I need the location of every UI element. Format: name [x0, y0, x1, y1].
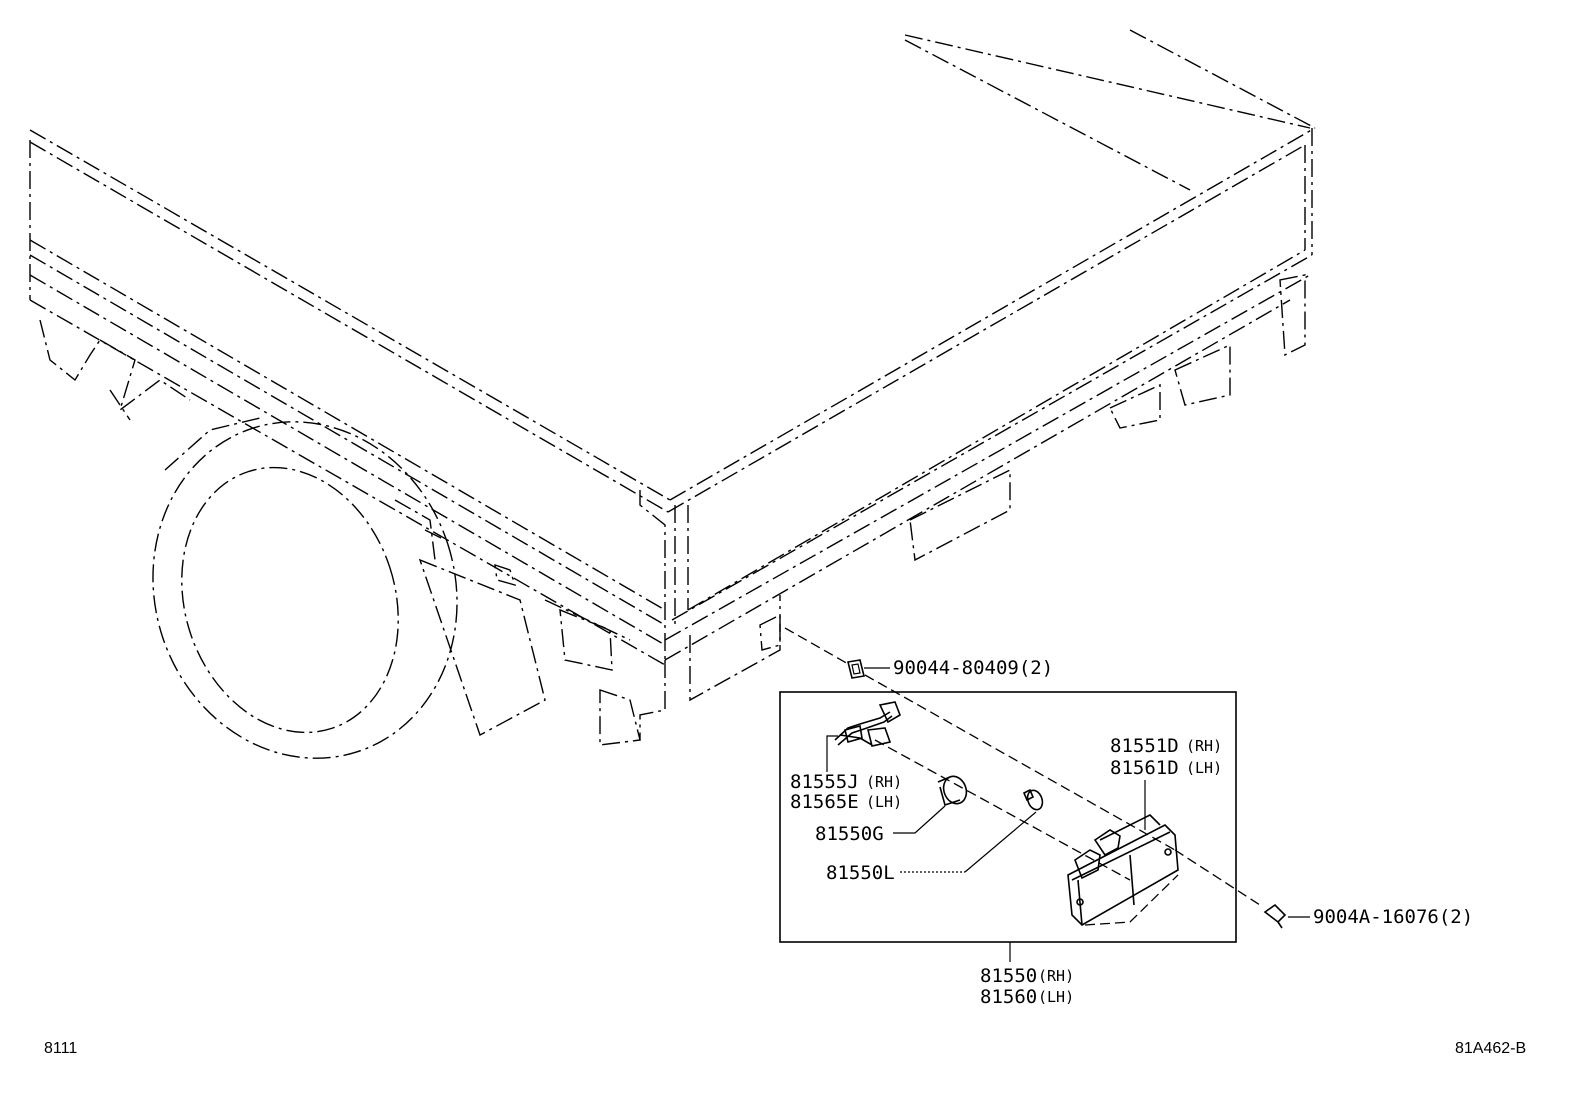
lamp-rh-tag: (RH): [1186, 737, 1222, 755]
lamp-lh-code: 81561D: [1110, 757, 1179, 779]
assy-rh-tag: (RH): [1038, 967, 1074, 985]
bulb-icon: [1022, 788, 1044, 811]
side-marker-lamp-icon: [1067, 814, 1179, 926]
socket-lh-code: 81565E: [790, 791, 859, 813]
socket-rh-tag: (RH): [866, 773, 902, 791]
socket-rh-code: 81555J: [790, 771, 859, 793]
socket-label: 81550G: [815, 823, 884, 845]
truck-bed-outline: [29, 29, 1316, 746]
clip-nut-icon: [847, 659, 865, 679]
screw-label: 9004A-16076(2): [1313, 906, 1473, 928]
assy-rh-code: 81550: [980, 965, 1037, 987]
lamp-lh-tag: (LH): [1186, 759, 1222, 777]
explode-line: [784, 627, 1176, 851]
socket-harness-icon: [834, 701, 901, 747]
rear-wheel: [152, 417, 458, 759]
page-code-left: 8111: [44, 1040, 77, 1057]
figure-code-right: 81A462-B: [1455, 1040, 1526, 1057]
assy-lh-code: 81560: [980, 986, 1037, 1008]
clip-label: 90044-80409(2): [893, 657, 1053, 679]
assembly-frame: [779, 691, 1237, 943]
socket-icon: [937, 775, 968, 807]
assy-lh-tag: (LH): [1038, 988, 1074, 1006]
socket-lh-tag: (LH): [866, 793, 902, 811]
lamp-rh-code: 81551D: [1110, 735, 1179, 757]
screw-icon: [1263, 903, 1287, 929]
bulb-label: 81550L: [826, 862, 895, 884]
